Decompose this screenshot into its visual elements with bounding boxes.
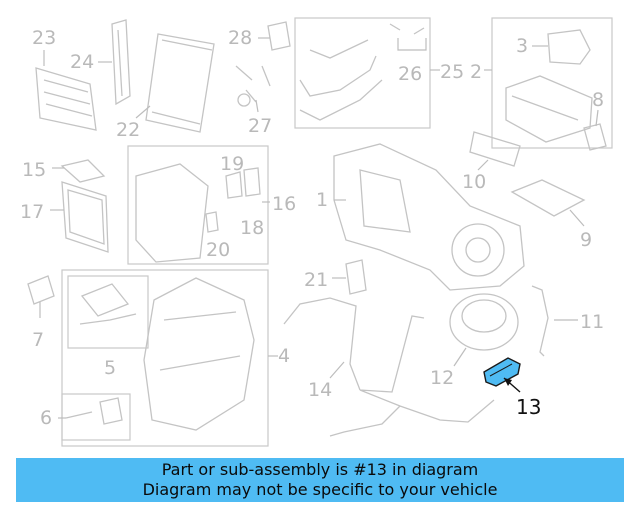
part-17-drawing <box>61 181 109 253</box>
callout-28: 28 <box>228 27 252 49</box>
part-4-drawing <box>143 277 255 431</box>
part-19-drawing <box>225 171 243 199</box>
part-22-drawing <box>145 33 215 133</box>
callout-23: 23 <box>32 27 56 49</box>
group-box-5 <box>67 275 149 349</box>
part-25-drawing <box>299 39 383 121</box>
leader-27 <box>255 99 259 113</box>
part-9-drawing <box>510 179 586 217</box>
part-27-drawing <box>235 65 271 107</box>
callout-18: 18 <box>240 217 264 239</box>
callout-10: 10 <box>462 171 486 193</box>
part-28-drawing <box>267 21 291 51</box>
leader-10 <box>477 159 489 171</box>
part-26-drawing <box>389 23 425 35</box>
callout-9: 9 <box>580 229 592 251</box>
callout-26: 26 <box>398 63 422 85</box>
info-banner: Part or sub-assembly is #13 in diagram D… <box>16 458 624 502</box>
part-16-drawing <box>135 163 209 263</box>
leader-13-arrowhead <box>504 378 512 386</box>
part-7-drawing <box>27 275 55 305</box>
callout-12: 12 <box>430 367 454 389</box>
callout-8: 8 <box>592 89 604 111</box>
callout-3: 3 <box>516 35 528 57</box>
part-14-drawing <box>283 297 495 437</box>
part-20-drawing <box>205 211 219 233</box>
part-24-drawing <box>111 19 131 106</box>
part-12-drawing <box>449 293 519 351</box>
callout-16: 16 <box>272 193 296 215</box>
callout-11: 11 <box>580 311 604 333</box>
leader-8 <box>595 109 599 127</box>
callout-15: 15 <box>22 159 46 181</box>
banner-line-part: Part or sub-assembly is #13 in diagram <box>161 460 479 479</box>
leader-9 <box>569 209 585 227</box>
callout-22: 22 <box>116 119 140 141</box>
callout-1: 1 <box>316 189 328 211</box>
leader-12 <box>453 347 467 367</box>
callout-13: 13 <box>516 395 541 419</box>
part-10-drawing <box>469 131 521 167</box>
leader-22 <box>135 105 151 119</box>
part-15-drawing <box>60 159 106 183</box>
callout-17: 17 <box>20 201 44 223</box>
leader-26 <box>397 38 427 51</box>
part-8-drawing <box>583 123 607 151</box>
part-3-drawing <box>547 29 591 65</box>
callout-19: 19 <box>220 153 244 175</box>
part-11-drawing <box>531 285 549 357</box>
part-13-drawing <box>483 357 521 387</box>
callout-5: 5 <box>104 357 116 379</box>
group-box-16 <box>127 145 269 265</box>
parts-diagram: 23 24 22 28 27 26 25 2 3 8 10 9 15 17 19… <box>20 17 613 447</box>
callout-4: 4 <box>278 345 290 367</box>
callout-14: 14 <box>308 379 332 401</box>
leader-14 <box>329 361 345 379</box>
callout-7: 7 <box>32 329 44 351</box>
callout-25: 25 <box>440 61 464 83</box>
part-6-drawing <box>65 397 123 425</box>
callout-21: 21 <box>304 269 328 291</box>
group-box-4 <box>61 269 269 447</box>
part-18-drawing <box>243 167 261 197</box>
banner-line-disclaimer: Diagram may not be specific to your vehi… <box>142 480 498 499</box>
group-box-25 <box>294 17 431 129</box>
group-box-6 <box>61 393 131 441</box>
callout-6: 6 <box>40 407 52 429</box>
callout-20: 20 <box>206 239 230 261</box>
callout-2: 2 <box>470 61 482 83</box>
part-23-drawing <box>35 67 97 131</box>
part-5-drawing <box>79 283 137 325</box>
part-2-drawing <box>505 75 593 143</box>
part-21-drawing <box>345 259 367 295</box>
part-1-drawing <box>333 143 525 291</box>
group-box-2 <box>491 17 613 149</box>
callout-24: 24 <box>70 51 94 73</box>
callout-27: 27 <box>248 115 272 137</box>
